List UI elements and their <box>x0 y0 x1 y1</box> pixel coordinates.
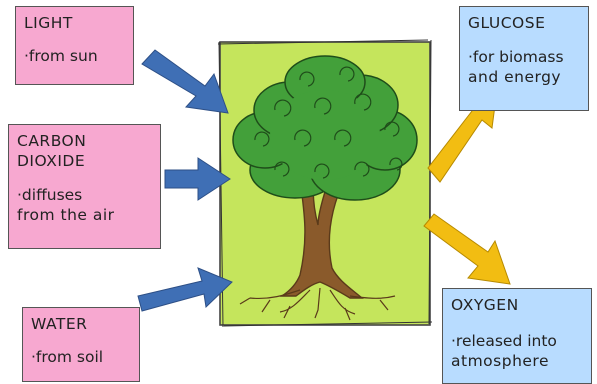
glucose-detail-line2: and energy <box>468 68 562 86</box>
tree-illustration <box>232 55 418 321</box>
glucose-detail-line1: ·for biomass <box>468 48 564 66</box>
oxygen-arrow <box>423 213 511 285</box>
carbon-dioxide-arrow <box>164 157 231 201</box>
glucose-box: GLUCOSE ·for biomass and energy <box>459 6 589 111</box>
oxygen-title: OXYGEN <box>451 296 519 314</box>
water-title: WATER <box>31 315 88 333</box>
light-title: LIGHT <box>24 14 73 32</box>
water-detail: ·from soil <box>31 348 104 366</box>
light-arrow <box>141 49 229 114</box>
tree-roots <box>239 287 396 321</box>
oxygen-detail-line1: ·released into <box>451 332 557 350</box>
water-arrow <box>137 267 233 312</box>
glucose-title: GLUCOSE <box>468 14 546 32</box>
tree-canopy <box>232 55 418 201</box>
carbon-dioxide-detail-line2: from the air <box>17 206 115 224</box>
oxygen-detail-line2: atmosphere <box>451 352 549 370</box>
carbon-dioxide-detail-line1: ·diffuses <box>17 186 83 204</box>
carbon-dioxide-title-line1: CARBON <box>17 132 87 150</box>
water-box: WATER ·from soil <box>22 307 140 382</box>
carbon-dioxide-box: CARBON DIOXIDE ·diffuses from the air <box>8 124 161 249</box>
light-detail: ·from sun <box>24 47 98 65</box>
carbon-dioxide-title-line2: DIOXIDE <box>17 152 86 170</box>
light-box: LIGHT ·from sun <box>15 6 134 85</box>
oxygen-box: OXYGEN ·released into atmosphere <box>442 288 592 384</box>
